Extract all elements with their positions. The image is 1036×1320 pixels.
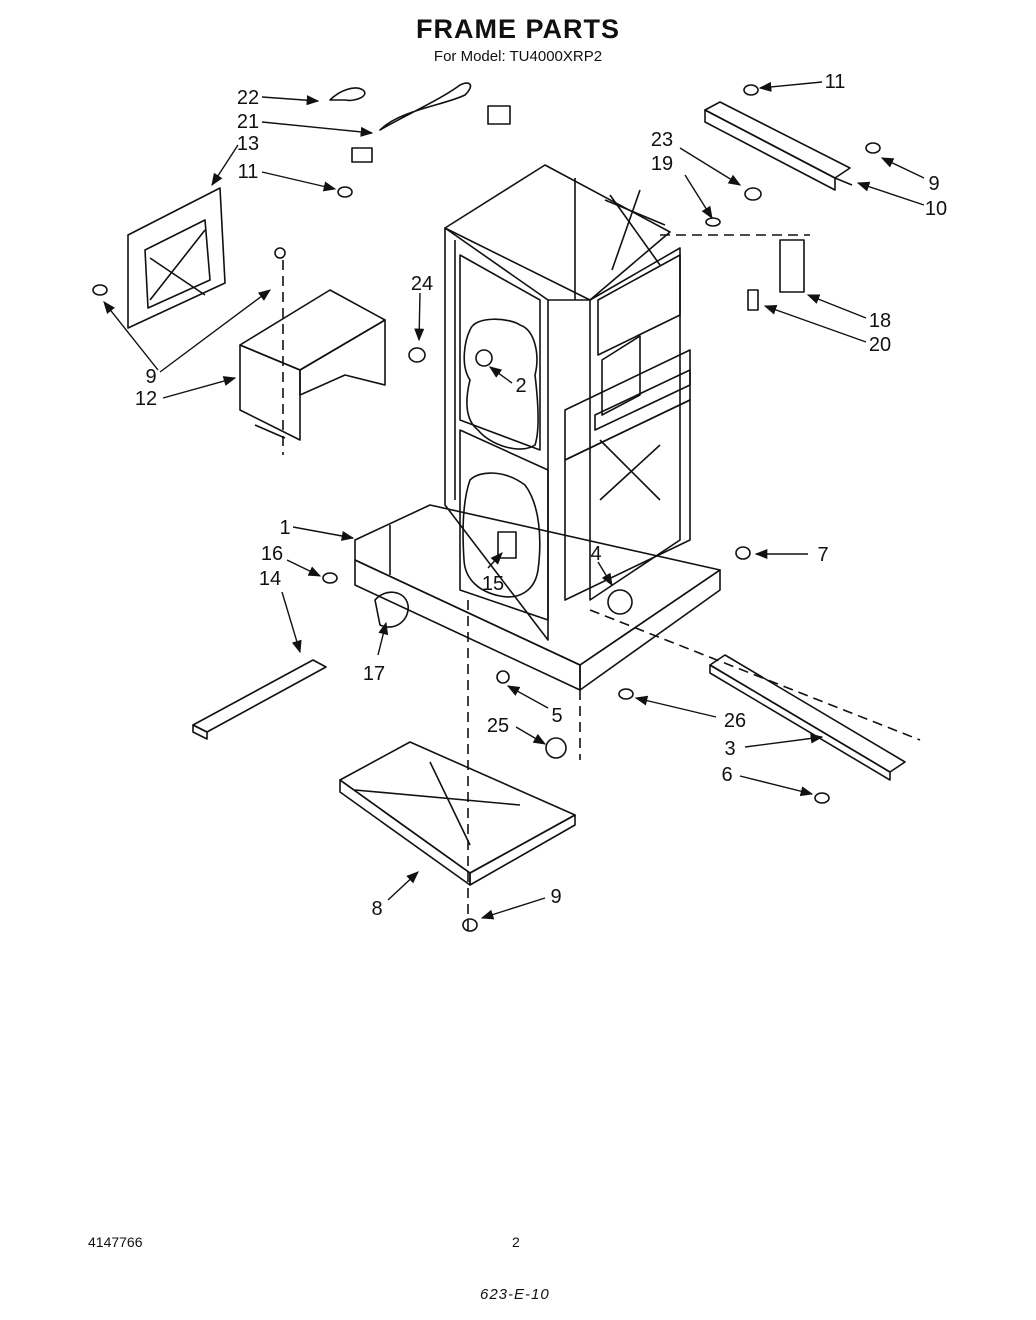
document-number: 4147766	[88, 1234, 143, 1250]
bracket-10-illustration	[704, 101, 853, 191]
callout-18: 18	[869, 310, 891, 332]
callout-labels: 22 21 13 11 11 9 10 23 19 24 18 20 2 9 1…	[135, 71, 947, 920]
callout-7: 7	[817, 544, 828, 566]
leader-lines	[103, 81, 925, 920]
strip-14-illustration	[192, 659, 327, 740]
callout-19: 19	[651, 153, 673, 175]
callout-17: 17	[363, 663, 385, 685]
callout-2: 2	[515, 375, 526, 397]
model-subtitle: For Model: TU4000XRP2	[433, 48, 603, 65]
cover-12-illustration	[239, 289, 386, 441]
callout-21: 21	[237, 111, 259, 133]
page-title: FRAME PARTS	[416, 14, 620, 44]
callout-1: 1	[279, 517, 290, 539]
callout-5: 5	[551, 705, 562, 727]
callout-23: 23	[651, 129, 673, 151]
callout-9-left: 9	[145, 366, 156, 388]
callout-15: 15	[482, 573, 504, 595]
cabinet-tower-illustration	[354, 164, 721, 691]
callout-6: 6	[721, 764, 732, 786]
callout-12: 12	[135, 388, 157, 410]
callout-11-right: 11	[825, 71, 846, 93]
page-number: 2	[512, 1234, 520, 1250]
small-parts-illustration	[92, 82, 881, 932]
callout-16: 16	[261, 543, 283, 565]
callout-3: 3	[724, 738, 735, 760]
callout-14: 14	[259, 568, 281, 590]
pan-8-illustration	[339, 741, 576, 886]
callout-9-right: 9	[928, 173, 939, 195]
callout-11-left: 11	[238, 161, 259, 183]
callout-20: 20	[869, 334, 891, 356]
side-panel-13-illustration	[127, 187, 226, 329]
callout-13: 13	[237, 133, 259, 155]
callout-25: 25	[487, 715, 509, 737]
callout-9-bottom: 9	[550, 886, 561, 908]
handwritten-note: 623-E-10	[480, 1286, 550, 1303]
callout-8: 8	[371, 898, 382, 920]
callout-22: 22	[237, 87, 259, 109]
rail-3-illustration	[709, 654, 906, 781]
assembly-lines	[282, 234, 921, 930]
callout-4: 4	[590, 543, 601, 565]
callout-24: 24	[411, 273, 433, 295]
callout-10: 10	[925, 198, 947, 220]
callout-26: 26	[724, 710, 746, 732]
